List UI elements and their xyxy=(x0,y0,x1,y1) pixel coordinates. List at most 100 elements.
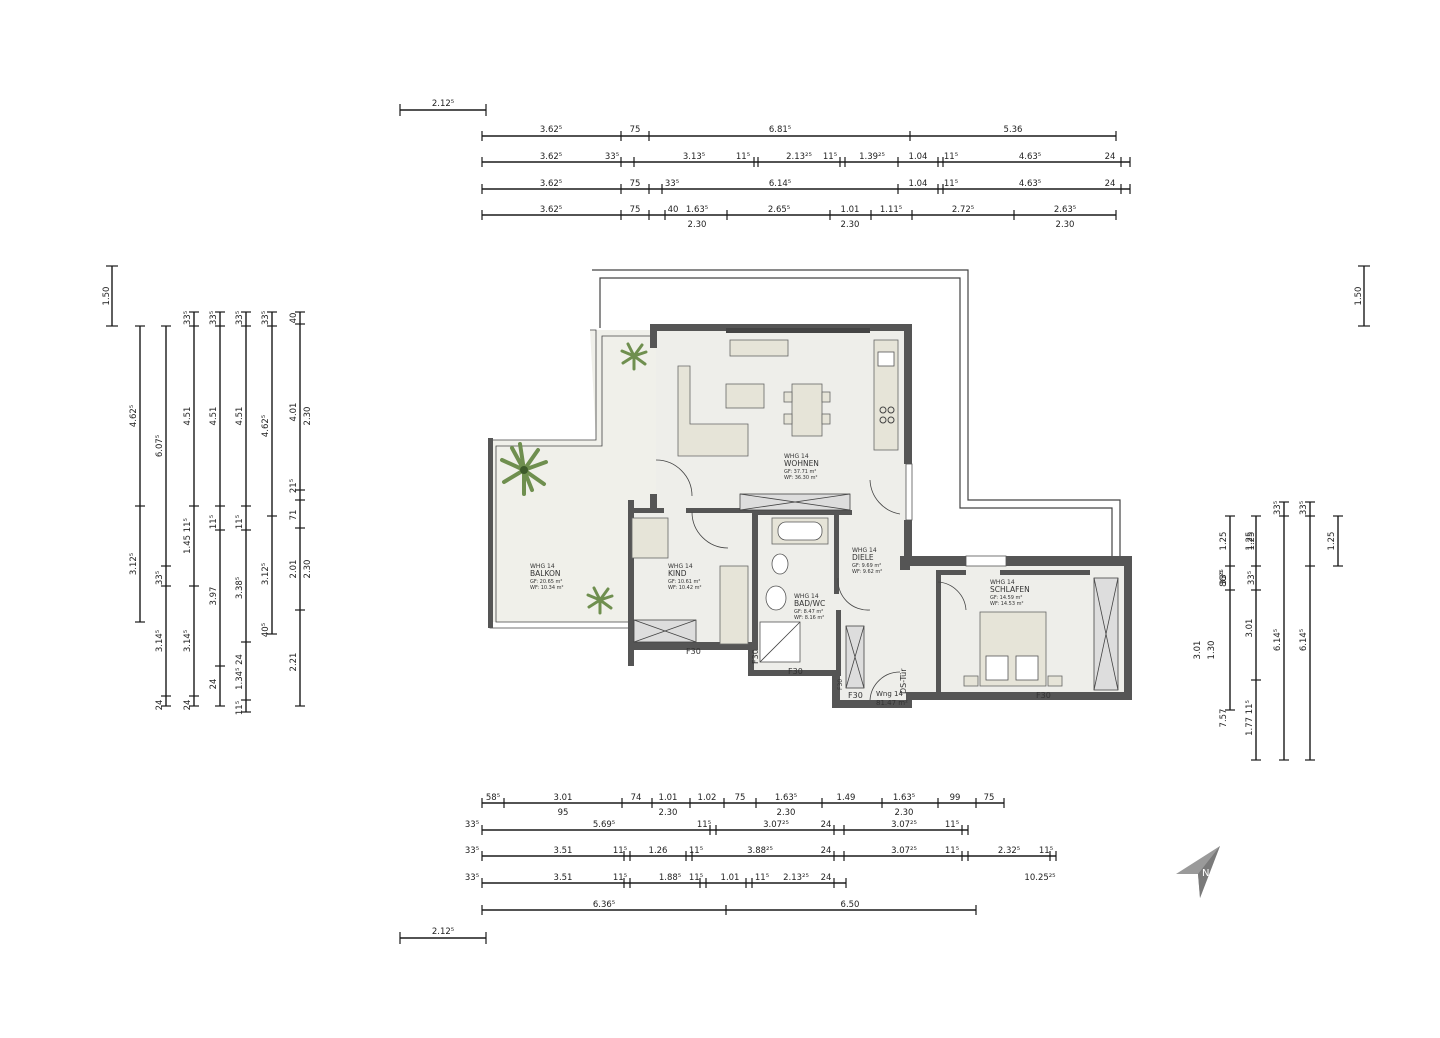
ds-door-label: DS-Tür xyxy=(899,668,908,694)
dim-left-c7-2: 21⁵ xyxy=(289,479,299,493)
svg-text:WHG 14: WHG 14 xyxy=(852,547,877,554)
plant-icon xyxy=(620,342,648,371)
dim-top-r1-1: 75 xyxy=(630,125,641,135)
svg-text:WF: 8.16 m²: WF: 8.16 m² xyxy=(794,615,824,621)
wall-north xyxy=(650,324,912,331)
dim-bot-r3-6: 24 xyxy=(821,846,832,856)
dim-left-c4-1: 4.51 xyxy=(209,407,219,426)
dim-bot-r4-2: 11⁵ xyxy=(613,873,627,883)
dim-left-c4-0: 33⁵ xyxy=(209,311,219,325)
scale-top-label: 2.12⁵ xyxy=(432,99,454,109)
dim-left-c5-2: 11⁵ xyxy=(235,515,245,529)
dim-left-c5-1: 4.51 xyxy=(235,407,245,426)
dim-left-c2-0: 6.07⁵ xyxy=(155,435,165,457)
dim-bot-r3-0: 33⁵ xyxy=(465,846,479,856)
dim-bot-r2-6: 11⁵ xyxy=(945,820,959,830)
svg-text:KIND: KIND xyxy=(668,569,687,578)
dim-bot-r1b-0: 95 xyxy=(558,808,569,818)
dim-left-c6-0: 33⁵ xyxy=(261,311,271,325)
plant-icon xyxy=(500,442,548,496)
dim-right-c1-1: 86²⁵ xyxy=(1219,569,1229,587)
dim-bot-r4-4: 11⁵ xyxy=(689,873,703,883)
dim-bot-r4-7: 2.13²⁵ xyxy=(783,873,809,883)
dim-top-r1-2: 6.81⁵ xyxy=(769,125,791,135)
sideboard xyxy=(729,339,789,357)
dim-bot-r2-4: 24 xyxy=(821,820,832,830)
dim-bot-r3-9: 2.32⁵ xyxy=(998,846,1020,856)
f30-label: F30 xyxy=(686,647,701,656)
door-kids xyxy=(691,511,729,549)
dim-top-r4-3: 1.63⁵ xyxy=(686,205,708,215)
dim-top-r1-3: 5.36 xyxy=(1004,125,1023,135)
svg-text:WHG 14: WHG 14 xyxy=(530,563,555,570)
svg-text:WHG 14: WHG 14 xyxy=(784,453,809,460)
dim-top-r4b-1: 2.30 xyxy=(841,220,860,230)
dim-right-c2-2: 1.30 xyxy=(1207,641,1217,660)
svg-text:GF: 14.59 m²: GF: 14.59 m² xyxy=(990,595,1022,601)
dim-bot-r3-3: 1.26 xyxy=(649,846,668,856)
dim-right-c5-1: 1.25 xyxy=(1327,532,1337,551)
dim-top-r2-8: 11⁵ xyxy=(944,152,958,162)
dim-left-c1-2: 3.14⁵ xyxy=(155,630,165,652)
door-living xyxy=(869,479,901,515)
dim-left-far: 1.50 xyxy=(102,287,112,306)
dim-left-c6-1: 4.62⁵ xyxy=(261,415,271,437)
dim-bot-r4-3: 1.88⁵ xyxy=(659,873,681,883)
f30-small: F30 xyxy=(837,679,844,690)
kids-desk xyxy=(631,517,669,559)
dim-left-c5-4: 1.34⁵ 24 xyxy=(235,654,245,690)
unit-total-area: 81.47 m² xyxy=(876,699,908,707)
dim-bot-r3-2: 11⁵ xyxy=(613,846,627,856)
dim-top-r2-3: 11⁵ xyxy=(736,152,750,162)
dim-left-c3-2: 1.45 11⁵ xyxy=(183,518,193,554)
dim-top-r3-5: 11⁵ xyxy=(944,179,958,189)
dim-right-c3-2: 3.01 xyxy=(1245,619,1255,638)
dim-right-c3-0: 1.25 xyxy=(1247,532,1257,551)
dim-bot-r1-7: 1.49 xyxy=(837,793,856,803)
dim-right-c5-2: 6.14⁵ xyxy=(1299,629,1309,651)
dim-bot-r1b-2: 2.30 xyxy=(777,808,796,818)
dim-bot-r1-2: 74 xyxy=(631,793,642,803)
dim-top-r2-5: 11⁵ xyxy=(823,152,837,162)
dim-bot-r1b-3: 2.30 xyxy=(895,808,914,818)
dim-bot-r2-1: 5.69⁵ xyxy=(593,820,615,830)
dim-bot-r1b-1: 2.30 xyxy=(659,808,678,818)
svg-text:GF: 10.61 m²: GF: 10.61 m² xyxy=(668,579,700,585)
right-dimensions: 1.50 1.25 86²⁵ 3.01 7.57 1.25 33⁵ 1.30 1… xyxy=(1193,265,1370,761)
dim-bot-r1-0: 58⁵ xyxy=(486,793,500,803)
balcony-floor xyxy=(490,330,656,622)
dim-top-r4b-0: 2.30 xyxy=(688,220,707,230)
dim-left-c3-3: 3.14⁵ xyxy=(183,630,193,652)
dim-bot-r3-1: 3.51 xyxy=(554,846,573,856)
svg-text:WF: 10.42 m²: WF: 10.42 m² xyxy=(668,585,701,591)
apartment-plan: WHG 14 WOHNEN GF: 37.71 m² WF: 36.30 m² … xyxy=(488,269,1132,708)
dim-top-r4-0: 3.62⁵ xyxy=(540,205,562,215)
dim-bot-r1-1: 3.01 xyxy=(554,793,573,803)
svg-text:WHG 14: WHG 14 xyxy=(794,593,819,600)
dim-bot-r1-10: 75 xyxy=(984,793,995,803)
dim-top-r3-2: 33⁵ xyxy=(665,179,679,189)
dim-left-c4-4: 24 xyxy=(209,679,219,690)
bottom-dimensions: 58⁵ 3.01 74 1.01 1.02 75 1.63⁵ 1.49 1.63… xyxy=(399,793,1057,944)
dim-bot-r1-6: 1.63⁵ xyxy=(775,793,797,803)
svg-text:GF: 9.69 m²: GF: 9.69 m² xyxy=(852,563,881,569)
svg-text:WHG 14: WHG 14 xyxy=(990,579,1015,586)
room-label-balkon: WHG 14 BALKON GF: 20.65 m² WF: 10.34 m² xyxy=(530,563,563,591)
room-label-kind: WHG 14 KIND GF: 10.61 m² WF: 10.42 m² xyxy=(668,563,701,591)
dim-bot-r2-2: 11⁵ xyxy=(697,820,711,830)
dim-left-c7-4: 2.01 xyxy=(289,560,299,579)
dim-top-r2-10: 24 xyxy=(1105,152,1116,162)
svg-text:BAD/WC: BAD/WC xyxy=(794,599,825,608)
svg-text:GF: 37.71 m²: GF: 37.71 m² xyxy=(784,469,816,475)
dim-left-c1-0: 4.62⁵ xyxy=(129,405,139,427)
f30-label: F30 xyxy=(848,691,863,700)
dim-right-c1-2: 3.01 xyxy=(1193,641,1203,660)
door-entrance xyxy=(869,671,901,701)
svg-text:WF: 9.62 m²: WF: 9.62 m² xyxy=(852,569,882,575)
dim-bot-r3-8: 11⁵ xyxy=(945,846,959,856)
svg-text:WF: 36.30 m²: WF: 36.30 m² xyxy=(784,475,817,481)
dim-left-c6-3: 40⁵ xyxy=(261,623,271,637)
dim-top-r3-1: 75 xyxy=(630,179,641,189)
door-balcony xyxy=(655,459,693,497)
dim-right-c3-3: 33⁵ xyxy=(1273,501,1283,515)
